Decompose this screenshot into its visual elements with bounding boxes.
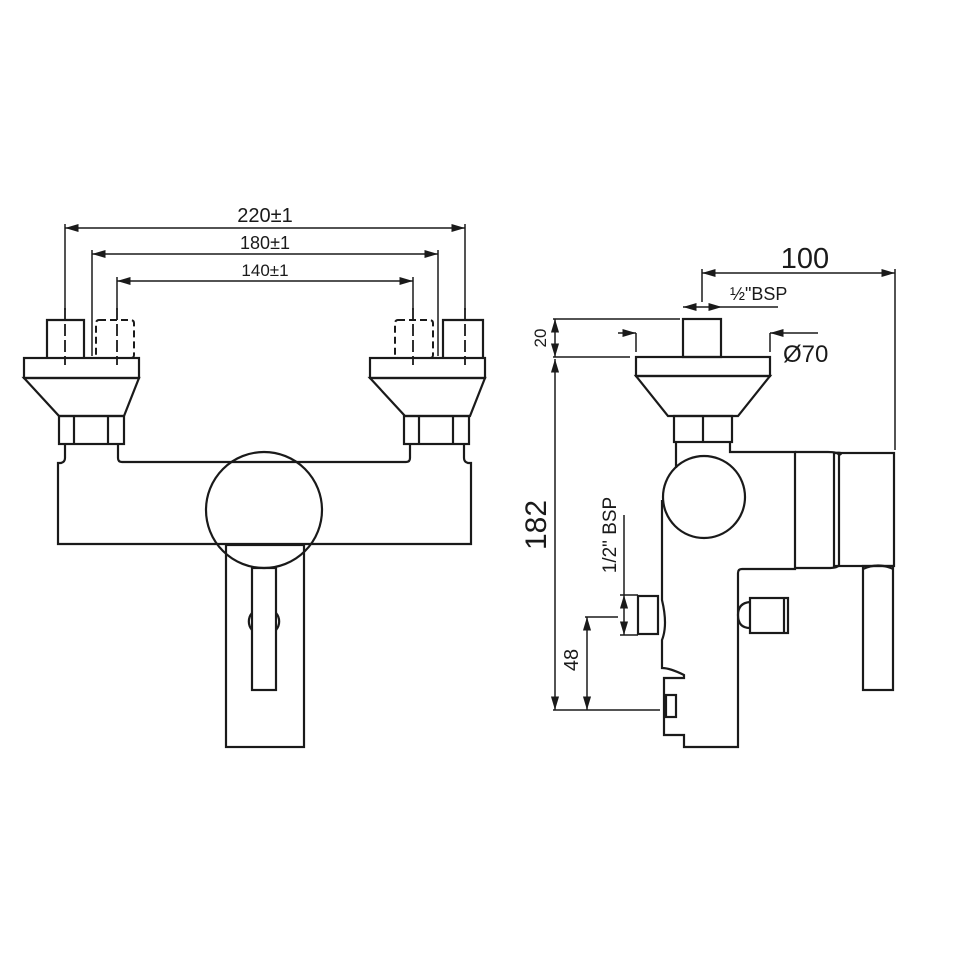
dim-140: 140±1 bbox=[241, 261, 288, 280]
left-eccentric-connector bbox=[21, 308, 141, 446]
dim-48: 48 bbox=[561, 649, 583, 671]
side-connector bbox=[633, 317, 773, 444]
dim-20: 20 bbox=[531, 329, 550, 348]
dim-inlet-bsp: ½"BSP bbox=[730, 284, 787, 304]
front-view: 220±1 180±1 140±1 bbox=[21, 205, 487, 749]
mixer-body-side bbox=[636, 442, 896, 749]
mixer-body-front bbox=[56, 444, 473, 749]
side-view: 100 ½"BSP Ø70 20 182 1/2" BSP 48 bbox=[520, 243, 896, 749]
dim-220: 220±1 bbox=[237, 205, 292, 227]
front-dimension-lines bbox=[64, 223, 466, 356]
dim-180: 180±1 bbox=[240, 233, 290, 253]
dim-diameter-70: Ø70 bbox=[783, 341, 828, 368]
dim-182: 182 bbox=[520, 500, 553, 550]
dim-outlet-bsp: 1/2" BSP bbox=[600, 497, 621, 573]
dim-100: 100 bbox=[781, 243, 829, 275]
right-eccentric-connector bbox=[367, 308, 487, 446]
